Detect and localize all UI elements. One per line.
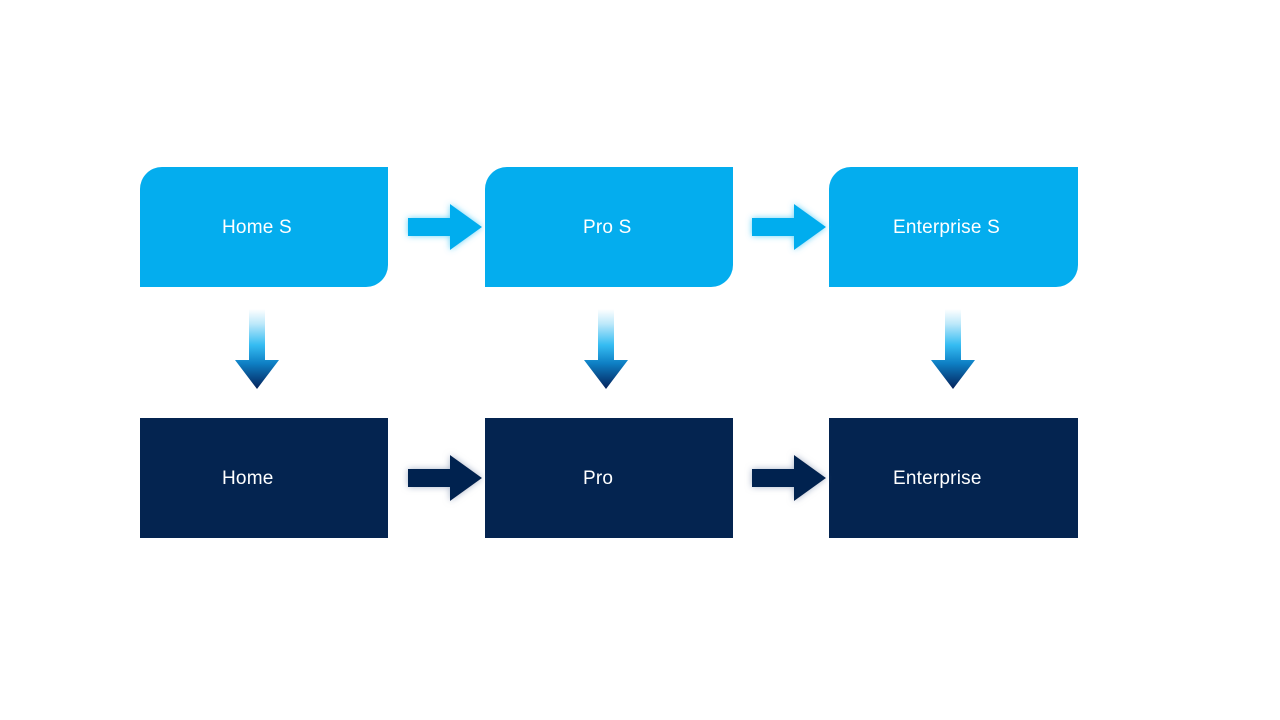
arrow-down-icon-home-s-to-home	[232, 308, 282, 392]
node-enterprise[interactable]: Enterprise	[829, 418, 1078, 538]
node-home-label: Home	[222, 467, 274, 489]
arrow-down-icon-enterprise-s-to-enterprise	[928, 308, 978, 392]
arrow-right-icon-home-to-pro	[406, 449, 484, 507]
node-pro-s-label: Pro S	[583, 216, 632, 238]
node-pro[interactable]: Pro	[485, 418, 733, 538]
node-home-s[interactable]: Home S	[140, 167, 388, 287]
node-home-s-label: Home S	[222, 216, 292, 238]
arrow-down-icon-pro-s-to-pro	[581, 308, 631, 392]
node-enterprise-label: Enterprise	[893, 467, 982, 489]
arrow-right-icon-pro-to-enterprise	[750, 449, 828, 507]
node-home[interactable]: Home	[140, 418, 388, 538]
node-enterprise-s-label: Enterprise S	[893, 216, 1000, 238]
node-enterprise-s[interactable]: Enterprise S	[829, 167, 1078, 287]
arrow-right-icon-pro-s-to-enterprise-s	[750, 198, 828, 256]
node-pro-s[interactable]: Pro S	[485, 167, 733, 287]
node-pro-label: Pro	[583, 467, 614, 489]
arrow-right-icon-home-s-to-pro-s	[406, 198, 484, 256]
